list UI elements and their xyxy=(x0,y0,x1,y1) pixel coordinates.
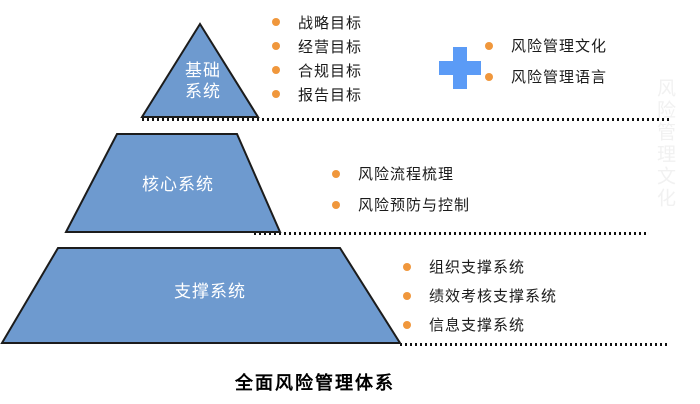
bullet-icon xyxy=(272,42,280,50)
bullet-icon xyxy=(485,41,493,50)
list-item: 合规目标 xyxy=(272,58,362,82)
level-label-foundation-line2: 系统 xyxy=(185,82,221,102)
bullet-icon xyxy=(272,90,280,98)
bullet-icon xyxy=(272,18,280,26)
list-item: 经营目标 xyxy=(272,34,362,58)
level-label-foundation-line1: 基础 xyxy=(185,61,221,81)
pyramid-middle-trapezoid xyxy=(64,133,282,233)
watermark-text: 风险管理文化 xyxy=(654,78,676,210)
list-item-label: 风险管理语言 xyxy=(511,68,608,86)
plus-icon xyxy=(439,47,481,89)
pyramid-bottom-trapezoid xyxy=(0,247,402,344)
list-item: 信息支撑系统 xyxy=(403,310,557,339)
list-item-label: 战略目标 xyxy=(298,13,363,32)
list-item-label: 合规目标 xyxy=(298,61,363,80)
plus-icon-vertical-bar xyxy=(453,47,467,89)
list-item-label: 组织支撑系统 xyxy=(429,258,526,276)
list-item: 风险预防与控制 xyxy=(332,189,470,220)
core-list: 风险流程梳理 风险预防与控制 xyxy=(332,158,470,220)
bullet-icon xyxy=(403,291,411,300)
level-label-core: 核心系统 xyxy=(142,175,214,195)
culture-list: 风险管理文化 风险管理语言 xyxy=(485,30,607,92)
level-label-support: 支撑系统 xyxy=(174,282,246,302)
list-item: 组织支撑系统 xyxy=(403,252,557,281)
list-item: 风险管理文化 xyxy=(485,30,607,61)
bullet-icon xyxy=(403,262,411,271)
list-item-label: 风险管理文化 xyxy=(511,37,608,55)
list-item: 绩效考核支撑系统 xyxy=(403,281,557,310)
bullet-icon xyxy=(403,320,411,329)
bullet-icon xyxy=(332,200,340,209)
bullet-icon xyxy=(332,169,340,178)
list-item-label: 风险流程梳理 xyxy=(358,165,455,183)
pyramid-top-triangle xyxy=(140,22,260,118)
list-item-label: 信息支撑系统 xyxy=(429,316,526,334)
list-item-label: 风险预防与控制 xyxy=(358,196,471,214)
dotted-leader-line-top xyxy=(142,118,669,121)
list-item: 报告目标 xyxy=(272,82,362,106)
objectives-list: 战略目标 经营目标 合规目标 报告目标 xyxy=(272,10,362,106)
list-item: 风险管理语言 xyxy=(485,61,607,92)
list-item-label: 绩效考核支撑系统 xyxy=(429,287,558,305)
dotted-leader-line-bottom xyxy=(400,343,668,346)
diagram-title: 全面风险管理体系 xyxy=(235,373,395,394)
list-item: 战略目标 xyxy=(272,10,362,34)
list-item-label: 经营目标 xyxy=(298,37,363,56)
bullet-icon xyxy=(272,66,280,74)
support-list: 组织支撑系统 绩效考核支撑系统 信息支撑系统 xyxy=(403,252,557,339)
list-item-label: 报告目标 xyxy=(298,85,363,104)
level-label-foundation: 基础 系统 xyxy=(155,61,251,103)
bullet-icon xyxy=(485,72,493,81)
list-item: 风险流程梳理 xyxy=(332,158,470,189)
dotted-leader-line-middle xyxy=(254,232,649,235)
